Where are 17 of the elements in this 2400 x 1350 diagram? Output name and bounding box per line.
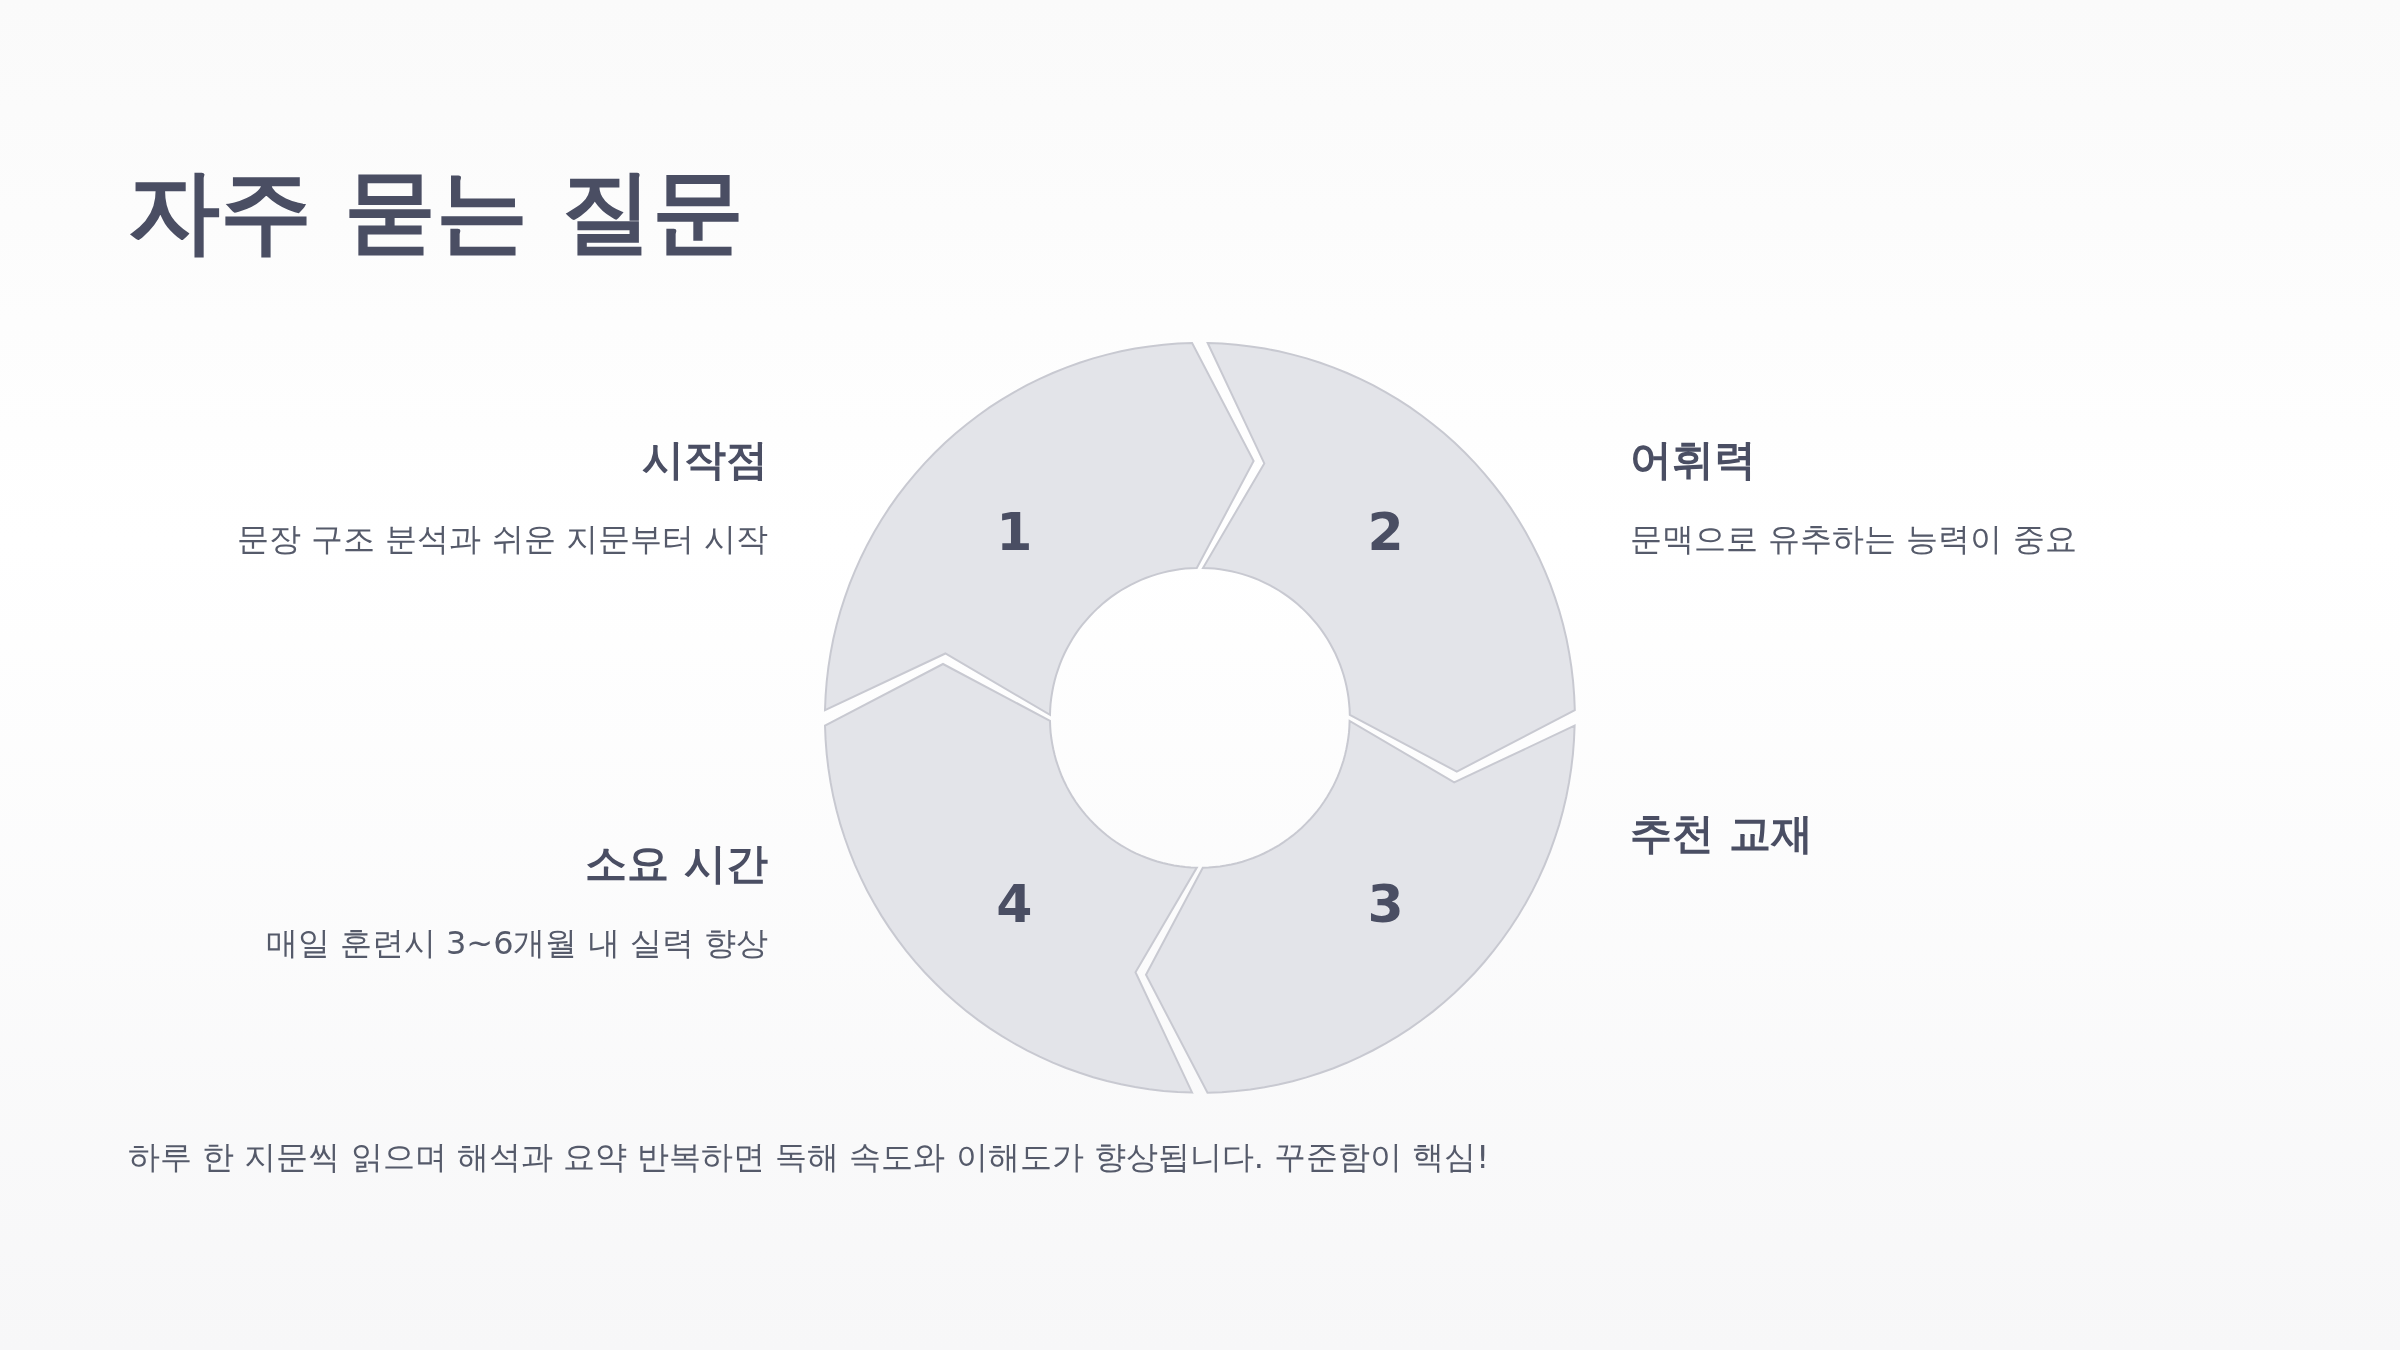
cycle-segment xyxy=(1144,719,1577,1095)
step-number: 2 xyxy=(1367,502,1404,563)
cycle-segment xyxy=(823,662,1199,1095)
heading: 시작점 xyxy=(642,434,768,486)
heading: 어휘력 xyxy=(1630,434,1756,486)
cycle-segment xyxy=(1201,341,1577,774)
heading: 소요 시간 xyxy=(585,838,768,890)
step-number: 1 xyxy=(996,502,1033,563)
description-text: 매일 훈련시 3~6개월 내 실력 향상 xyxy=(265,923,768,964)
cycle-segment xyxy=(823,341,1256,717)
description-text: 문맥으로 유추하는 능력이 중요 xyxy=(1630,519,2077,560)
step-number: 4 xyxy=(996,873,1033,934)
note-text: 하루 한 지문씩 읽으며 해석과 요약 반복하면 독해 속도와 이해도가 향상됩니다. 꾸준함이 핵심! xyxy=(128,1137,1490,1178)
step-number: 3 xyxy=(1367,873,1404,934)
description-text: 문장 구조 분석과 쉬운 지문부터 시작 xyxy=(237,519,768,560)
title: 자주 묻는 질문 xyxy=(128,157,745,267)
heading: 추천 교재 xyxy=(1630,808,1813,860)
